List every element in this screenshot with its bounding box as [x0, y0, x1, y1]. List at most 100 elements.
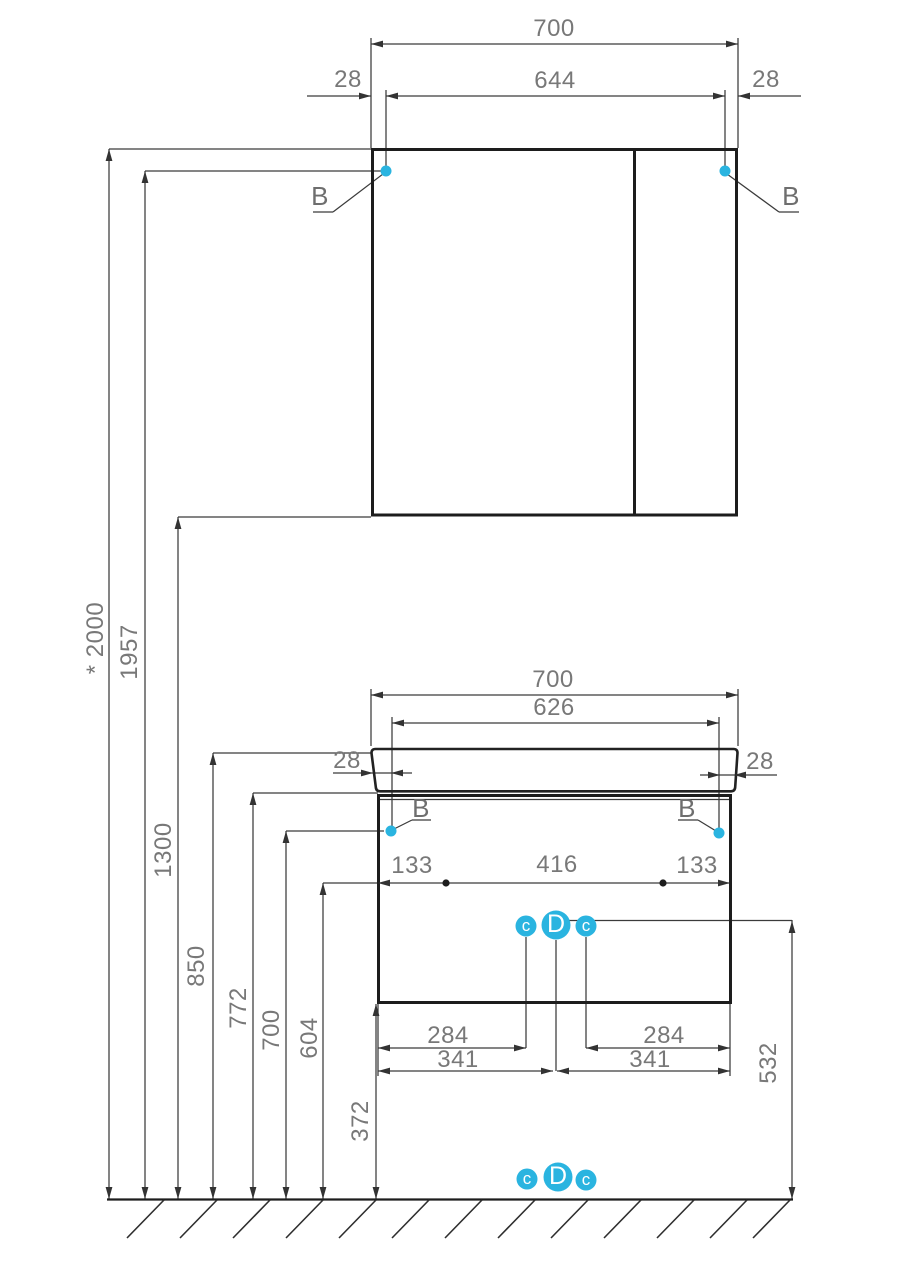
floor-hatch: [179, 1199, 218, 1239]
dimension-arrow: [718, 879, 730, 887]
fastener-dot: [385, 825, 397, 837]
dimension-arrow: [392, 719, 404, 727]
dimension-arrow: [713, 92, 725, 100]
dimension-arrow: [378, 879, 390, 887]
floor-hatch: [497, 1199, 536, 1239]
washbasin-outline: [370, 747, 739, 793]
dim-drawer-left-inner: 284: [427, 1022, 469, 1049]
floor-hatch: [126, 1199, 165, 1239]
dim-vanity-fastener-span: 626: [533, 694, 575, 721]
dim-height-mirror-bottom: 1300: [150, 822, 177, 878]
floor-hatch: [232, 1199, 271, 1239]
dim-height-cabinet-bottom: 372: [347, 1100, 374, 1142]
dimension-arrow: [708, 771, 720, 779]
outlet-label-center: D: [546, 910, 566, 938]
floor-hatch: [752, 1199, 791, 1239]
dimension-arrow: [361, 769, 373, 777]
dim-mirror-total-width: 700: [533, 15, 575, 42]
dim-height-basin-top: 850: [183, 945, 210, 987]
dimension-arrow: [726, 691, 738, 699]
outlet-circle: [541, 910, 571, 940]
dimension-arrow: [141, 171, 149, 183]
dim-vanity-total-width: 700: [532, 666, 574, 693]
dim-bracket-right: 133: [676, 852, 718, 879]
dim-height-cabinet-fasteners: 700: [258, 1009, 285, 1051]
dim-mirror-offset-left: 28: [334, 66, 362, 93]
dimension-arrow: [726, 40, 738, 48]
dimension-arrow: [541, 1067, 553, 1075]
dimension-arrow: [788, 1187, 796, 1199]
mirror-cabinet-outline: [371, 148, 738, 517]
vanity-cabinet-outline: [377, 794, 732, 1004]
floor-hatch: [656, 1199, 695, 1239]
dim-vanity-offset-right: 28: [746, 748, 774, 775]
mirror-fastener-label-left: B: [311, 181, 329, 211]
dimension-line: [393, 819, 413, 830]
dim-height-brackets: 604: [296, 1017, 323, 1059]
dimension-arrow: [586, 1044, 598, 1052]
floor-outlet-label-right: c: [581, 1170, 591, 1190]
dimension-line: [726, 173, 780, 213]
bracket-dot: [442, 879, 450, 887]
floor-hatch: [391, 1199, 430, 1239]
floor-hatch: [444, 1199, 483, 1239]
dimension-arrow: [371, 40, 383, 48]
dimension-arrow: [105, 149, 113, 161]
dimension-arrow: [105, 1187, 113, 1199]
dimension-arrow: [174, 1187, 182, 1199]
fastener-dot: [719, 165, 731, 177]
dimension-arrow: [174, 517, 182, 529]
floor-hatch: [709, 1199, 748, 1239]
dimension-arrow: [718, 1067, 730, 1075]
floor-hatch: [338, 1199, 377, 1239]
outlet-label-right: c: [581, 916, 591, 936]
dim-mirror-offset-right: 28: [752, 66, 780, 93]
dimension-arrow: [319, 883, 327, 895]
fastener-dot: [380, 165, 392, 177]
outlet-circle: [543, 1162, 573, 1192]
dim-height-cabinet-top: 772: [225, 987, 252, 1029]
dimension-arrow: [209, 1187, 217, 1199]
bracket-dot: [659, 879, 667, 887]
dim-bracket-center: 416: [536, 851, 578, 878]
floor-hatch: [550, 1199, 589, 1239]
dimension-arrow: [734, 771, 746, 779]
dimension-arrow: [378, 1044, 390, 1052]
dimension-arrow: [359, 92, 371, 100]
dimension-arrow: [718, 1044, 730, 1052]
mirror-fastener-label-right: B: [782, 181, 800, 211]
dimension-arrow: [514, 1044, 526, 1052]
dim-height-total: * 2000: [82, 601, 109, 675]
floor-hatch: [285, 1199, 324, 1239]
dim-drawer-right-outer: 341: [629, 1046, 671, 1073]
outlet-label-left: c: [521, 916, 531, 936]
vanity-fastener-label-right: B: [678, 793, 696, 823]
dimension-arrow: [282, 1187, 290, 1199]
dimension-arrow: [249, 1187, 257, 1199]
floor-outlet-label-center: D: [548, 1162, 568, 1190]
dimension-arrow: [391, 769, 403, 777]
dimension-arrow: [738, 92, 750, 100]
dim-bracket-left: 133: [391, 852, 433, 879]
dim-height-outlets: 532: [755, 1042, 782, 1084]
outlet-circle: [516, 1168, 538, 1190]
floor-outlet-label-left: c: [522, 1169, 532, 1189]
dimension-line: [697, 819, 717, 832]
dimension-arrow: [282, 831, 290, 843]
dim-vanity-offset-left: 28: [333, 747, 361, 774]
dimension-arrow: [141, 1187, 149, 1199]
dimension-arrow: [557, 1067, 569, 1075]
dimension-arrow: [707, 719, 719, 727]
dimension-arrow: [209, 753, 217, 765]
dim-drawer-right-inner: 284: [643, 1022, 685, 1049]
dim-drawer-left-outer: 341: [437, 1046, 479, 1073]
dimension-arrow: [788, 921, 796, 933]
fastener-dot: [713, 827, 725, 839]
dimension-arrow: [378, 1067, 390, 1075]
dim-height-mirror-fasteners: 1957: [116, 624, 143, 680]
dimension-arrow: [372, 1187, 380, 1199]
outlet-circle: [515, 915, 537, 937]
dimension-arrow: [372, 1004, 380, 1016]
